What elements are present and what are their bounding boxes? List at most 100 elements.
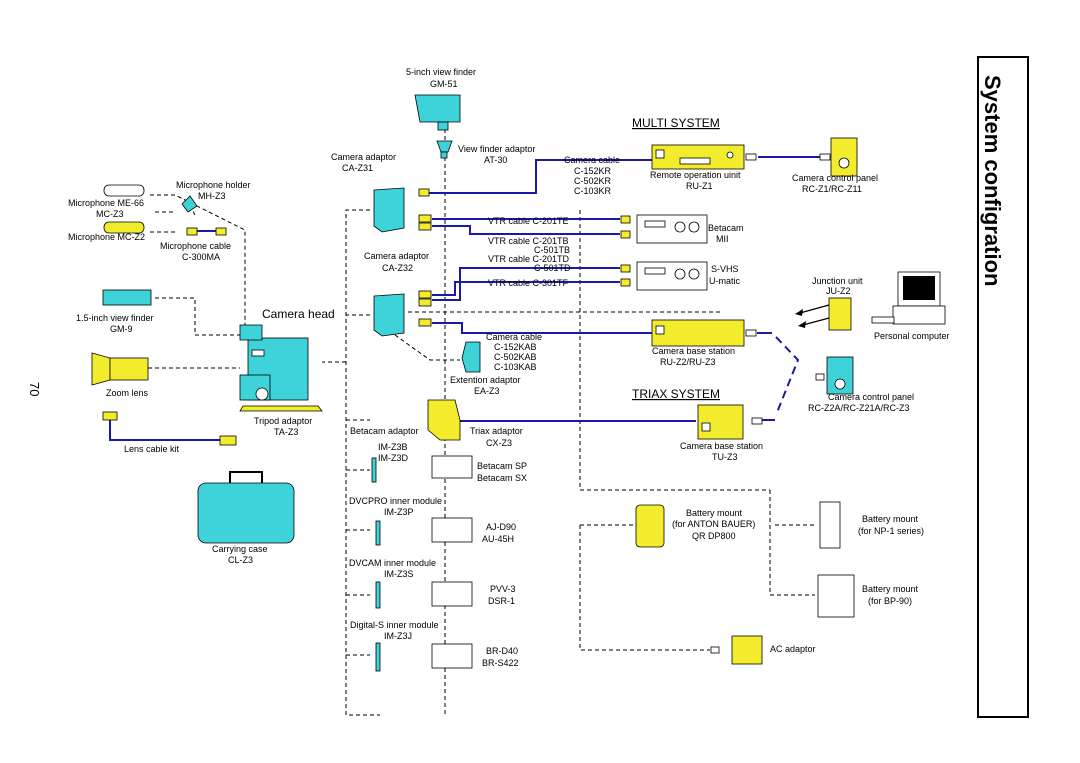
caz31-label-a: Camera adaptor: [331, 152, 396, 162]
adaptor-connectors: [418, 153, 831, 654]
control-panel-rcz2a-icon: [826, 356, 854, 395]
vf15-label-b: GM-9: [110, 324, 133, 334]
ju-label-b: JU-Z2: [826, 286, 851, 296]
bm3-label-b: (for BP-90): [868, 596, 912, 606]
rcz2-label-b: RC-Z2A/RC-Z21A/RC-Z3: [808, 403, 910, 413]
labels: 5-inch view finder GM-51 MULTI SYSTEM TR…: [68, 67, 950, 668]
camera-head-icon: [239, 324, 309, 401]
zoom-label: Zoom lens: [106, 388, 149, 398]
triaxadapt-label-a: Triax adaptor: [470, 426, 523, 436]
bm3-label-a: Battery mount: [862, 584, 919, 594]
zoom-lens-icon: [91, 352, 149, 386]
svhs-label-a: S-VHS: [711, 264, 739, 274]
tripod-adaptor-icon: [239, 405, 323, 412]
digs-label-b: IM-Z3J: [384, 631, 412, 641]
cbs1-label-a: Camera base station: [652, 346, 735, 356]
camcable2-label-c: C-502KAB: [494, 352, 537, 362]
bsp-label-a: Betacam SP: [477, 461, 527, 471]
bm1-label-b: (for ANTON BAUER): [672, 519, 755, 529]
remote-operation-unit-icon: [651, 144, 745, 170]
camera-head-label: Camera head: [262, 307, 335, 321]
miccable-label-a: Microphone cable: [160, 241, 231, 251]
camcable1-label-a: Camera cable: [564, 155, 620, 165]
cbs2-label-b: TU-Z3: [712, 452, 738, 462]
camera-base-station-ruz2-icon: [651, 319, 745, 347]
viewfinder-5inch-icon: [414, 94, 461, 131]
viewfinder-15inch-icon: [102, 289, 152, 306]
svhs-label-b: U-matic: [709, 276, 740, 286]
rcz1-label-a: Camera control panel: [792, 173, 878, 183]
ju-label-a: Junction unit: [812, 276, 863, 286]
vf5-label-b: GM-51: [430, 79, 458, 89]
camcable2-label-d: C-103KAB: [494, 362, 537, 372]
vf5-label-a: 5-inch view finder: [406, 67, 476, 77]
camcable1-label-d: C-103KR: [574, 186, 612, 196]
vfadapt-label-a: View finder adaptor: [458, 144, 535, 154]
vtr2-label-b: C-501TB: [534, 245, 570, 255]
vtr-deck-module-icon: [371, 455, 473, 672]
dvcpro-label-b: IM-Z3P: [384, 507, 414, 517]
caz32-label-a: Camera adaptor: [364, 251, 429, 261]
title-panel: [977, 56, 1029, 718]
vtr3-label-a: VTR cable C-201TD: [488, 254, 570, 264]
cable-lines: [109, 156, 820, 441]
mic-me66-label: Microphone ME-66: [68, 198, 144, 208]
betacam-adaptor-icon: [427, 399, 461, 441]
betacam-label-b: MII: [716, 234, 729, 244]
micholder-label-b: MH-Z3: [198, 191, 226, 201]
camcable2-label-a: Camera cable: [486, 332, 542, 342]
case-label-b: CL-Z3: [228, 555, 253, 565]
imz3b-label: IM-Z3B: [378, 442, 408, 452]
vtr4-label: VTR cable C-301TF: [488, 278, 569, 288]
camcable1-label-c: C-502KR: [574, 176, 612, 186]
mic-mcz3-label: MC-Z3: [96, 209, 124, 219]
rcz2-label-a: Camera control panel: [828, 392, 914, 402]
page-title: System configration: [980, 75, 1005, 286]
camera-adaptor-caz31-icon: [373, 187, 405, 233]
vtr-deck-svhs-icon: [636, 261, 708, 291]
junction-unit-icon: [795, 297, 852, 331]
pc-label: Personal computer: [874, 331, 950, 341]
control-panel-rcz1-icon: [830, 137, 858, 177]
cbs1-label-b: RU-Z2/RU-Z3: [660, 357, 716, 367]
vtr-deck-betacam-icon: [636, 214, 708, 244]
triaxadapt-label-b: CX-Z3: [486, 438, 512, 448]
vtr1-label: VTR cable C-201TE: [488, 216, 569, 226]
pvv-label-b: DSR-1: [488, 596, 515, 606]
multi-system-title: MULTI SYSTEM: [632, 116, 720, 130]
ac-label: AC adaptor: [770, 644, 816, 654]
tripod-label-b: TA-Z3: [274, 427, 298, 437]
pvv-label-a: PVV-3: [490, 584, 516, 594]
micholder-label-a: Microphone holder: [176, 180, 251, 190]
ext-label-a: Extention adaptor: [450, 375, 521, 385]
betacam-label-a: Betacam: [708, 223, 744, 233]
lens-cable-icon: [102, 411, 237, 446]
microphone-icon: [103, 184, 227, 236]
mic-mcz2-label: Microphone MC-Z2: [68, 232, 145, 242]
caz32-label-b: CA-Z32: [382, 263, 413, 273]
vfadapt-label-b: AT-30: [484, 155, 507, 165]
ru-label-a: Remote operation uinit: [650, 170, 741, 180]
ac-adaptor-icon: [731, 635, 763, 665]
tripod-label-a: Tripod adaptor: [254, 416, 312, 426]
imz3d-label: IM-Z3D: [378, 453, 408, 463]
dvcpro-label-a: DVCPRO inner module: [349, 496, 442, 506]
cbs2-label-a: Camera base station: [680, 441, 763, 451]
extension-adaptor-icon: [461, 341, 481, 373]
bm1-label-c: QR DP800: [692, 531, 736, 541]
miccable-label-b: C-300MA: [182, 252, 220, 262]
ru-label-b: RU-Z1: [686, 181, 713, 191]
page-number: 70: [27, 382, 42, 396]
bsp-label-b: Betacam SX: [477, 473, 527, 483]
triax-system-title: TRIAX SYSTEM: [632, 387, 720, 401]
bm2-label-a: Battery mount: [862, 514, 919, 524]
camera-adaptor-caz32-icon: [373, 293, 405, 337]
caz31-label-b: CA-Z31: [342, 163, 373, 173]
camera-base-station-tuz3-icon: [697, 404, 744, 440]
bm1-label-a: Battery mount: [686, 508, 743, 518]
viewfinder-adaptor-icon: [436, 140, 453, 159]
camcable1-label-b: C-152KR: [574, 166, 612, 176]
dvcam-label-b: IM-Z3S: [384, 569, 414, 579]
brd-label-b: BR-S422: [482, 658, 519, 668]
